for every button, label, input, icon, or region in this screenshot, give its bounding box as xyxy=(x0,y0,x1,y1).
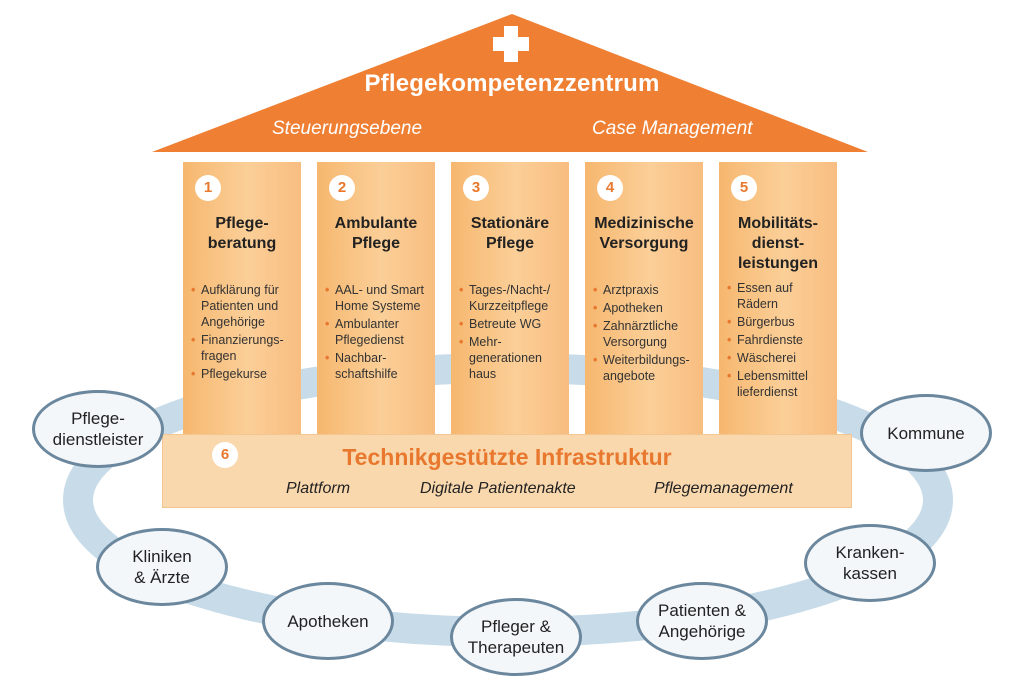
list-item: Fahrdienste xyxy=(727,332,835,348)
pillar-title: Ambulante Pflege xyxy=(334,215,418,252)
pillar-title: Pflege- beratung xyxy=(207,215,277,252)
node-apotheken: Apotheken xyxy=(262,582,394,660)
pillar-list: Arztpraxis Apotheken Zahnärztliche Verso… xyxy=(593,282,701,386)
pillar-number: 1 xyxy=(195,175,221,201)
list-item: Zahnärztliche Versorgung xyxy=(593,318,701,350)
pillar-pflegeberatung: 1 Pflege- beratung Aufklärung für Patien… xyxy=(183,162,301,434)
infrastructure-number: 6 xyxy=(212,442,238,468)
pillar-list: AAL- und Smart Home Systeme Ambulanter P… xyxy=(325,282,433,384)
cross-icon xyxy=(493,26,529,62)
node-patienten-angehoerige: Patienten & Angehörige xyxy=(636,582,768,660)
list-item: Weiterbildungs- angebote xyxy=(593,352,701,384)
infrastructure-item-pflegemanagement: Pflegemanagement xyxy=(654,480,793,497)
list-item: Wäscherei xyxy=(727,350,835,366)
list-item: Essen auf Rädern xyxy=(727,280,835,312)
pillar-stationaere-pflege: 3 Stationäre Pflege Tages-/Nacht-/ Kurzz… xyxy=(451,162,569,434)
list-item: Finanzierungs- fragen xyxy=(191,332,299,364)
node-kliniken-aerzte: Kliniken & Ärzte xyxy=(96,528,228,606)
pillar-number: 2 xyxy=(329,175,355,201)
list-item: Nachbar- schaftshilfe xyxy=(325,350,433,382)
pillar-ambulante-pflege: 2 Ambulante Pflege AAL- und Smart Home S… xyxy=(317,162,435,434)
roof-title: Pflegekompetenzzentrum xyxy=(364,70,660,97)
list-item: Ambulanter Pflegedienst xyxy=(325,316,433,348)
roof-shape xyxy=(152,14,868,152)
pillar-number: 5 xyxy=(731,175,757,201)
roof-label-case-management: Case Management xyxy=(592,118,753,139)
infrastructure-band xyxy=(162,434,852,508)
list-item: Aufklärung für Patienten und Angehörige xyxy=(191,282,299,330)
list-item: Lebensmittel lieferdienst xyxy=(727,368,835,400)
pillar-list: Essen auf Rädern Bürgerbus Fahrdienste W… xyxy=(727,280,835,402)
list-item: Pflegekurse xyxy=(191,366,299,382)
list-item: Apotheken xyxy=(593,300,701,316)
pillar-list: Tages-/Nacht-/ Kurzzeitpflege Betreute W… xyxy=(459,282,567,384)
infrastructure-item-patientenakte: Digitale Patientenakte xyxy=(420,480,576,497)
node-kommune: Kommune xyxy=(860,394,992,472)
list-item: AAL- und Smart Home Systeme xyxy=(325,282,433,314)
list-item: Betreute WG xyxy=(459,316,567,332)
pillar-list: Aufklärung für Patienten und Angehörige … xyxy=(191,282,299,384)
list-item: Tages-/Nacht-/ Kurzzeitpflege xyxy=(459,282,567,314)
roof-label-steuerungsebene: Steuerungsebene xyxy=(272,118,423,139)
infrastructure-title: Technikgestützte Infrastruktur xyxy=(342,444,672,470)
pillar-medizinische-versorgung: 4 Medizinische Versorgung Arztpraxis Apo… xyxy=(585,162,703,434)
list-item: Bürgerbus xyxy=(727,314,835,330)
infrastructure-item-plattform: Plattform xyxy=(286,480,351,497)
pillar-title: Medizinische Versorgung xyxy=(594,215,694,252)
pillar-number: 4 xyxy=(597,175,623,201)
node-pflegedienstleister: Pflege- dienstleister xyxy=(32,390,164,468)
list-item: Mehr- generationen haus xyxy=(459,334,567,382)
list-item: Arztpraxis xyxy=(593,282,701,298)
pillar-title: Stationäre Pflege xyxy=(470,215,550,252)
pillar-title: Mobilitäts- dienst- leistungen xyxy=(737,215,818,272)
node-pfleger-therapeuten: Pfleger & Therapeuten xyxy=(450,598,582,676)
pillar-number: 3 xyxy=(463,175,489,201)
node-krankenkassen: Kranken- kassen xyxy=(804,524,936,602)
pillar-mobilitaetsdienstleistungen: 5 Mobilitäts- dienst- leistungen Essen a… xyxy=(719,162,837,434)
